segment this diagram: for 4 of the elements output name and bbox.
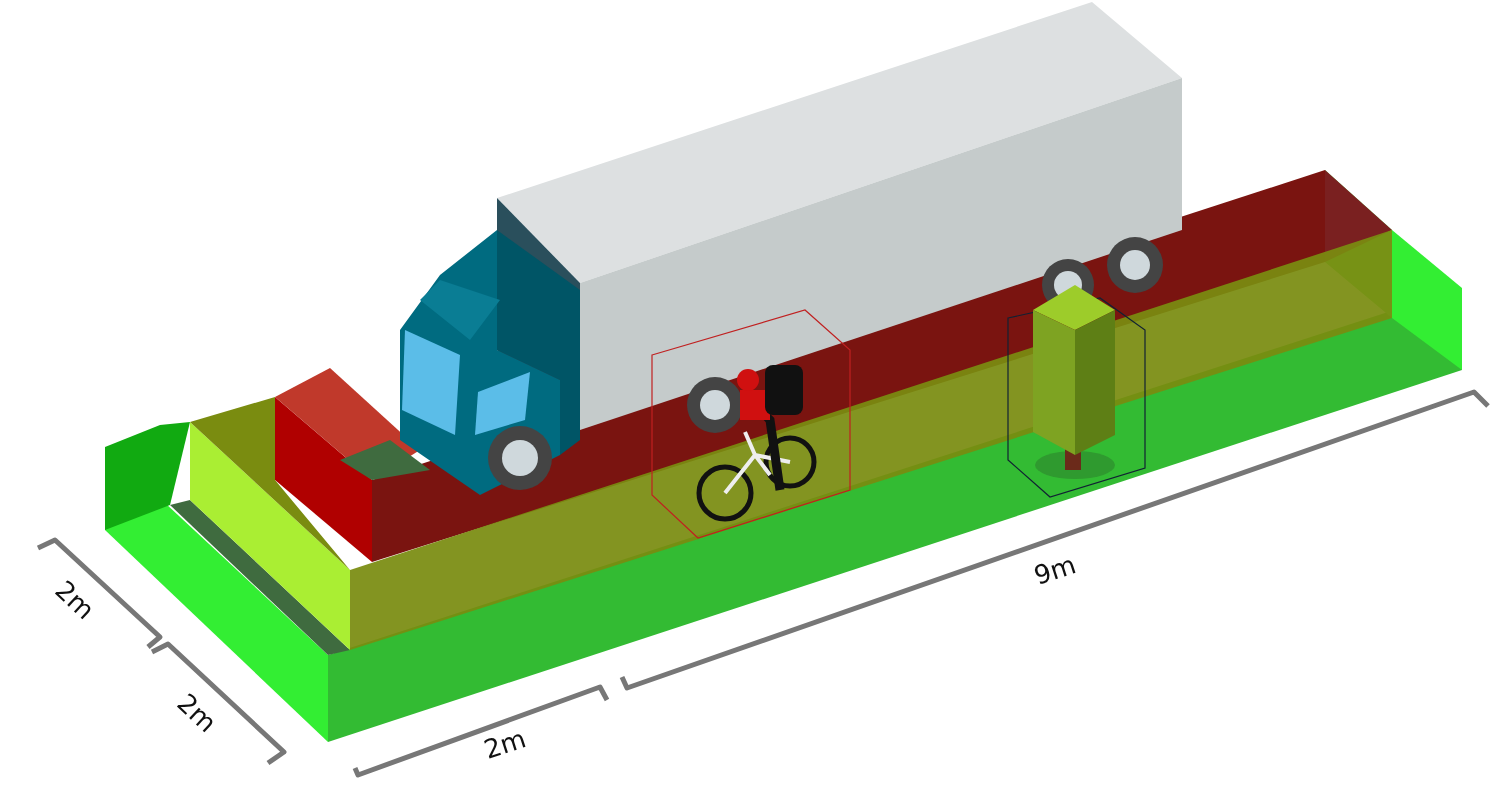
dimension-label: 2m <box>171 687 223 739</box>
dimension-label: 2m <box>49 574 101 626</box>
dimension-label: 9m <box>1030 549 1080 591</box>
dimension-label: 2m <box>480 723 530 765</box>
